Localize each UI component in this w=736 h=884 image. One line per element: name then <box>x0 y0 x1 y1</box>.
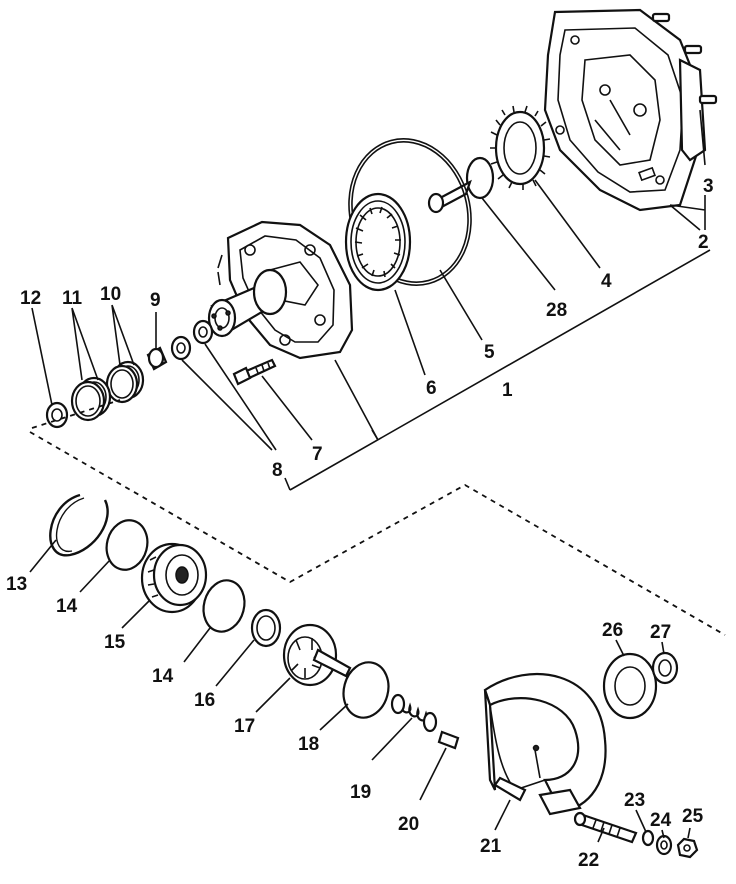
label-7: 7 <box>312 444 323 465</box>
part-3-dowels <box>651 12 718 105</box>
label-5: 5 <box>484 342 495 363</box>
part-18-ring <box>342 661 390 719</box>
part-24-washer <box>655 834 673 856</box>
part-6-outer-rotor <box>344 192 412 292</box>
part-20-pin <box>437 730 460 750</box>
part-11-rings <box>70 376 112 422</box>
part-9-sleeve <box>146 346 168 371</box>
label-17: 17 <box>234 716 255 737</box>
group-boundary-dashed <box>29 399 726 636</box>
part-21-brake-band <box>483 672 607 816</box>
part-19-spring <box>390 693 438 733</box>
part-8-bushings <box>170 319 214 361</box>
part-27-small-washer <box>651 651 679 685</box>
part-4-gear <box>490 105 551 190</box>
part-22-adjusting-screw <box>573 811 638 844</box>
label-22: 22 <box>578 850 599 871</box>
label-27: 27 <box>650 622 671 643</box>
label-2: 2 <box>698 232 709 253</box>
part-10-seal-rings <box>105 360 145 404</box>
label-24: 24 <box>650 810 672 831</box>
label-21: 21 <box>480 836 502 857</box>
part-13-snap-ring <box>49 493 109 557</box>
label-20: 20 <box>398 814 419 835</box>
label-19: 19 <box>350 782 371 803</box>
label-23: 23 <box>624 790 645 811</box>
label-12: 12 <box>20 288 41 309</box>
part-17-piston-rod <box>282 623 352 687</box>
part-15-piston <box>140 542 208 614</box>
label-28: 28 <box>546 300 567 321</box>
label-8: 8 <box>272 460 283 481</box>
part-25-nut <box>676 837 699 859</box>
label-10: 10 <box>100 284 121 305</box>
label-14b: 14 <box>152 666 174 687</box>
part-1-pump-body <box>207 220 354 360</box>
label-11: 11 <box>62 288 83 309</box>
part-2-housing <box>543 8 707 212</box>
label-6: 6 <box>426 378 437 399</box>
label-15: 15 <box>104 632 126 653</box>
label-9: 9 <box>150 290 161 311</box>
label-14a: 14 <box>56 596 78 617</box>
label-16: 16 <box>194 690 215 711</box>
part-7-bolt <box>232 358 277 386</box>
part-28-shaft <box>427 156 495 214</box>
label-3: 3 <box>703 176 714 197</box>
part-16-washer <box>250 608 282 648</box>
leader-lines <box>29 109 706 843</box>
label-25: 25 <box>682 806 704 827</box>
label-4: 4 <box>601 271 612 292</box>
part-12-washer <box>45 401 69 429</box>
part-14-o-ring-a <box>105 519 149 571</box>
part-14-o-ring-b <box>202 579 246 633</box>
label-18: 18 <box>298 734 319 755</box>
label-13: 13 <box>6 574 27 595</box>
label-26: 26 <box>602 620 623 641</box>
label-1: 1 <box>502 380 513 401</box>
part-23-lockwasher <box>641 829 655 847</box>
part-26-large-washer <box>602 652 658 720</box>
